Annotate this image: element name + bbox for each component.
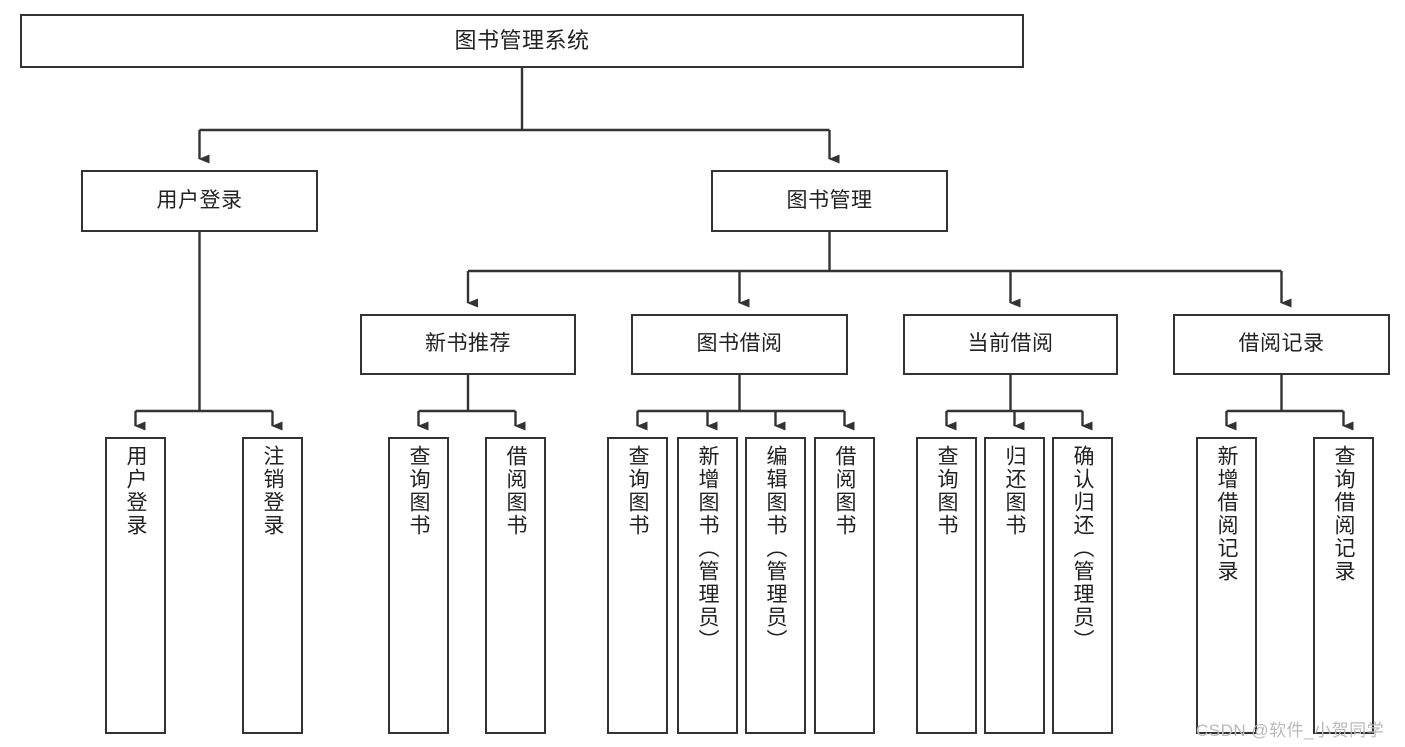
node-leaf-user-logout[interactable]: 注销登录 [242, 437, 303, 734]
node-leaf-query-book-borrow-label: 查询图书 [626, 445, 649, 537]
node-leaf-query-borrow-record[interactable]: 查询借阅记录 [1313, 437, 1374, 734]
node-leaf-query-book-rec-label: 查询图书 [407, 445, 430, 537]
node-leaf-return-book[interactable]: 归还图书 [984, 437, 1045, 734]
node-leaf-edit-book-admin[interactable]: 编辑图书（管理员） [745, 437, 806, 734]
node-root-label: 图书管理系统 [454, 28, 590, 54]
node-leaf-user-login[interactable]: 用户登录 [105, 437, 166, 734]
node-current-borrow[interactable]: 当前借阅 [903, 314, 1118, 375]
node-new-book-recommend[interactable]: 新书推荐 [360, 314, 576, 375]
node-user-login-label: 用户登录 [156, 188, 243, 212]
node-leaf-borrow-book-rec-label: 借阅图书 [504, 445, 527, 537]
node-leaf-add-book-admin-label: 新增图书（管理员） [696, 445, 719, 652]
node-leaf-query-book-current[interactable]: 查询图书 [916, 437, 977, 734]
node-leaf-borrow-book[interactable]: 借阅图书 [814, 437, 875, 734]
node-leaf-confirm-return-admin-label: 确认归还（管理员） [1071, 445, 1094, 652]
watermark: CSDN @软件_小贺同学 [1196, 721, 1385, 740]
node-leaf-borrow-book-rec[interactable]: 借阅图书 [485, 437, 546, 734]
node-book-borrow[interactable]: 图书借阅 [631, 314, 848, 375]
node-leaf-query-book-rec[interactable]: 查询图书 [388, 437, 449, 734]
node-book-manage[interactable]: 图书管理 [711, 170, 948, 232]
node-borrow-record[interactable]: 借阅记录 [1173, 314, 1390, 375]
node-new-book-recommend-label: 新书推荐 [425, 332, 511, 356]
node-leaf-query-book-borrow[interactable]: 查询图书 [607, 437, 668, 734]
node-leaf-query-borrow-record-label: 查询借阅记录 [1332, 445, 1355, 583]
node-leaf-add-book-admin[interactable]: 新增图书（管理员） [677, 437, 738, 734]
node-leaf-user-login-label: 用户登录 [124, 445, 147, 537]
node-leaf-borrow-book-label: 借阅图书 [833, 445, 856, 537]
node-leaf-confirm-return-admin[interactable]: 确认归还（管理员） [1052, 437, 1113, 734]
node-leaf-add-borrow-record-label: 新增借阅记录 [1215, 445, 1238, 583]
node-leaf-return-book-label: 归还图书 [1003, 445, 1026, 537]
node-root[interactable]: 图书管理系统 [20, 14, 1024, 68]
node-current-borrow-label: 当前借阅 [967, 332, 1054, 356]
node-user-login[interactable]: 用户登录 [81, 170, 318, 232]
node-leaf-user-logout-label: 注销登录 [261, 445, 284, 537]
node-book-manage-label: 图书管理 [786, 188, 873, 212]
node-leaf-add-borrow-record[interactable]: 新增借阅记录 [1196, 437, 1257, 734]
node-leaf-query-book-current-label: 查询图书 [935, 445, 958, 537]
node-leaf-edit-book-admin-label: 编辑图书（管理员） [764, 445, 787, 652]
node-borrow-record-label: 借阅记录 [1238, 332, 1325, 356]
node-book-borrow-label: 图书借阅 [696, 332, 783, 356]
